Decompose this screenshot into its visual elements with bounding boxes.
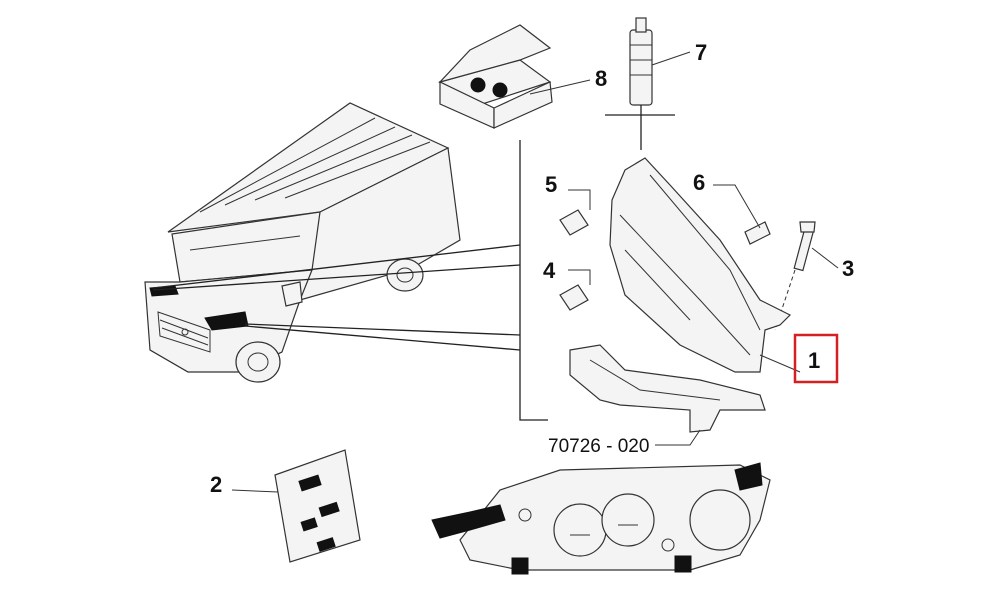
callout-5: 5: [545, 172, 557, 197]
reference-code: 70726 - 020: [548, 436, 649, 457]
callout-6: 6: [693, 170, 705, 195]
callout-1: 1: [808, 348, 820, 373]
callout-4: 4: [543, 258, 556, 283]
callout-7: 7: [695, 40, 707, 65]
mounting-bracket: [569, 344, 766, 446]
bulb-kit-box: [438, 24, 591, 129]
highlight-box: [793, 333, 839, 384]
small-bulb-5: [559, 189, 591, 236]
callout-2: 2: [210, 472, 222, 497]
van-illustration: [144, 102, 461, 383]
headlamp-rear-view: [431, 462, 771, 575]
fitting-kit-sheet: [231, 449, 361, 563]
small-bulb-4: [559, 269, 591, 311]
xenon-bulb: [605, 17, 691, 150]
callout-8: 8: [595, 66, 607, 91]
screw-6: [713, 184, 771, 245]
assembly-leader-lines: [152, 140, 548, 421]
callout-3: 3: [842, 256, 854, 281]
headlamp-assembly: [609, 157, 801, 373]
